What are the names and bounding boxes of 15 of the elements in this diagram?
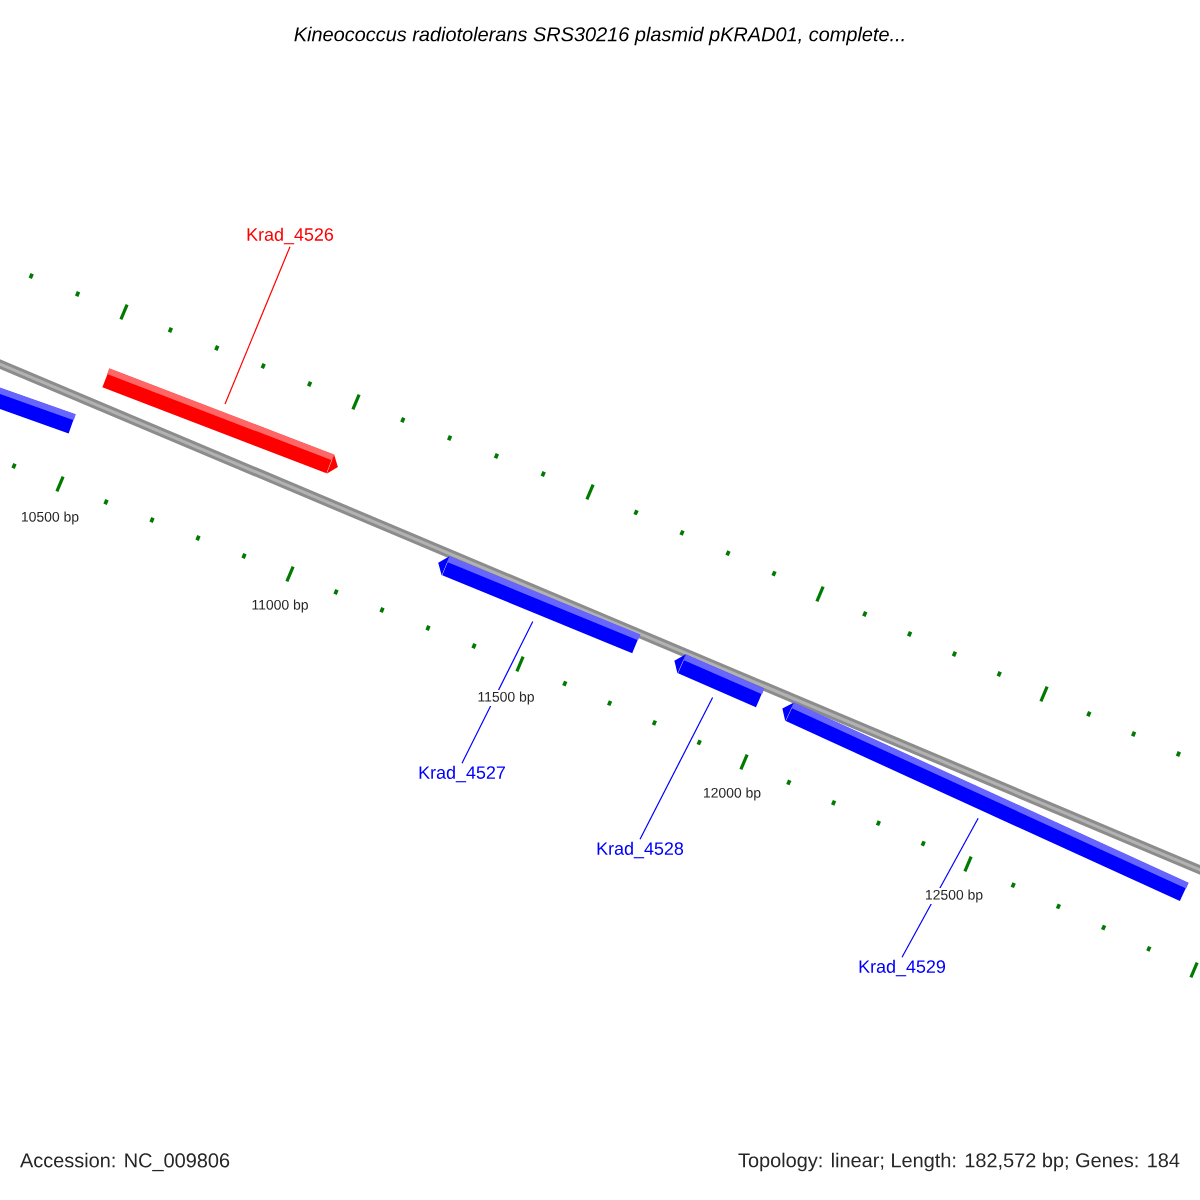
gene-label: Krad_4529 [859,959,946,977]
gene-bar [102,368,338,474]
gene-bar [438,556,641,654]
gene-label: Krad_4528 [597,841,684,859]
leader-line [461,620,534,764]
leader-line [639,696,714,840]
gene-bar [674,654,765,708]
gene-label: Krad_4527 [419,765,505,783]
gene-label: Krad_4526 [247,227,334,245]
footer-text: Topology: linear; Length: 182,572 bp; Genes: 184 [736,1151,1182,1173]
leader-line [224,246,291,405]
gene-bar [782,702,1189,902]
leader-line [901,817,979,958]
title: Kineococcus radiotolerans SRS30216 plasmid pKRAD01, complete... [294,26,904,46]
footer-text: Accession: NC_009806 [18,1151,232,1173]
